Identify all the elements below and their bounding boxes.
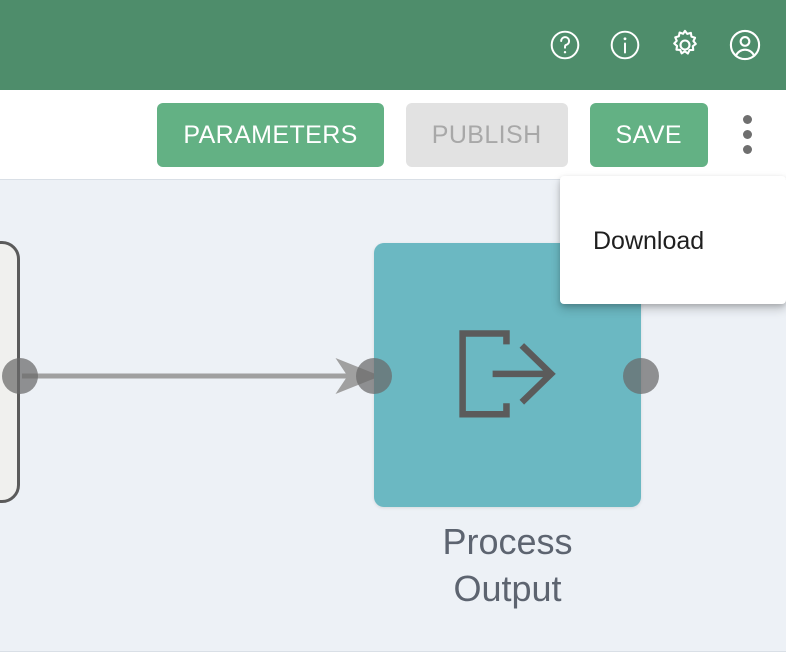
kebab-dot: [742, 130, 752, 139]
more-options-icon[interactable]: [732, 103, 762, 167]
port-output-process-output[interactable]: [623, 358, 659, 394]
port-output-upstream[interactable]: [2, 358, 38, 394]
info-icon[interactable]: [606, 26, 644, 64]
settings-icon[interactable]: [666, 26, 704, 64]
kebab-dot: [742, 115, 752, 124]
toolbar: PARAMETERS PUBLISH SAVE: [0, 90, 786, 179]
app-bar: [0, 0, 786, 90]
account-icon[interactable]: [726, 26, 764, 64]
parameters-button[interactable]: PARAMETERS: [157, 102, 384, 167]
save-button[interactable]: SAVE: [589, 102, 708, 167]
toolbar-buttons: PARAMETERS PUBLISH SAVE: [0, 90, 786, 179]
overflow-menu: Download: [560, 176, 786, 304]
menu-item-download[interactable]: Download: [593, 226, 705, 255]
kebab-dot: [742, 145, 752, 154]
edge-layer: [22, 358, 381, 394]
help-icon[interactable]: [546, 26, 584, 64]
port-input-process-output[interactable]: [356, 358, 392, 394]
app-bar-actions: [546, 0, 772, 90]
node-label-process-output: Process Output: [442, 521, 573, 609]
publish-button[interactable]: PUBLISH: [405, 102, 568, 167]
export-icon: [458, 330, 556, 418]
